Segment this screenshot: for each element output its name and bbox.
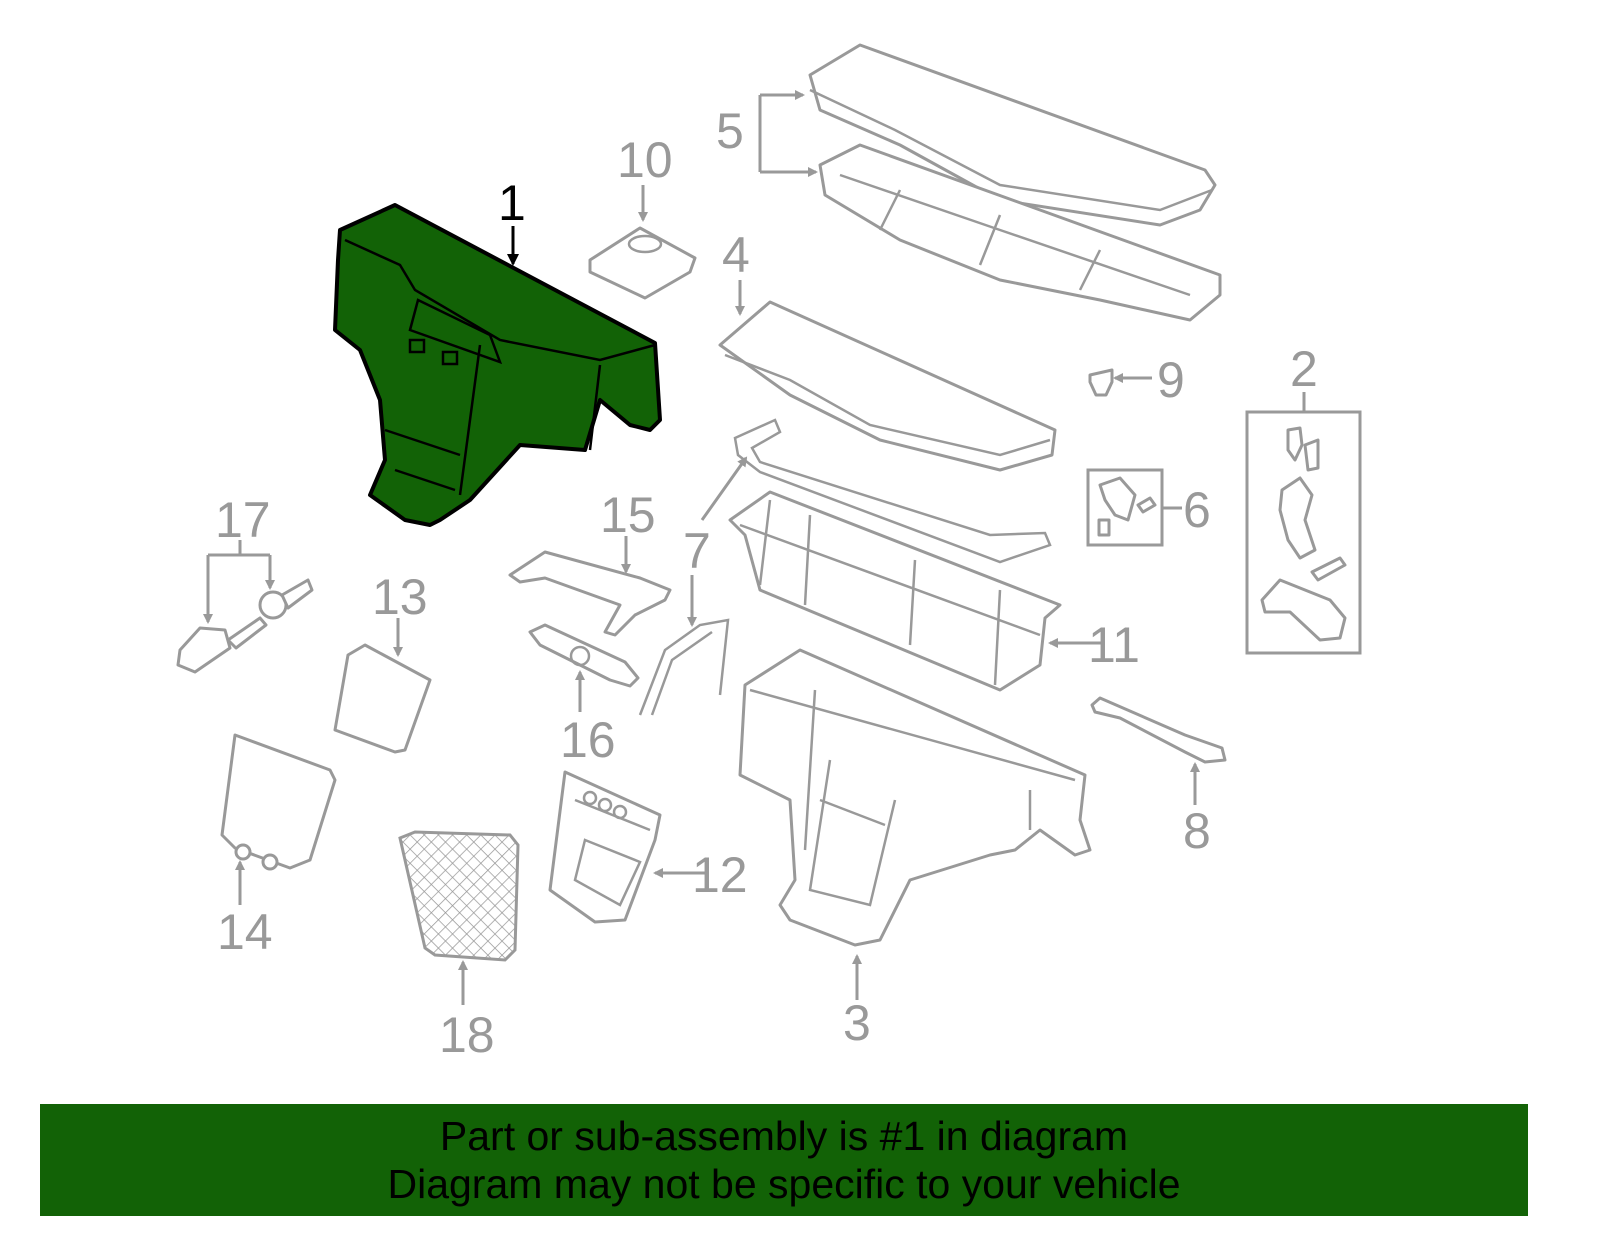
- part-13-cover[interactable]: [333, 643, 432, 754]
- part-1-console-rear-panel[interactable]: [333, 203, 662, 527]
- banner-line-1: Part or sub-assembly is #1 in diagram: [439, 1113, 1129, 1159]
- callout-8: 8: [1183, 803, 1211, 859]
- part-2-hinge-kit[interactable]: [1245, 410, 1362, 655]
- callout-15: 15: [600, 487, 656, 543]
- leader-17: [203, 540, 275, 624]
- leader-7: [687, 456, 748, 627]
- part-5-armrest-lid[interactable]: [808, 43, 1222, 322]
- info-banner: Part or sub-assembly is #1 in diagram Di…: [40, 1104, 1528, 1216]
- part-17-lock-and-key[interactable]: [176, 578, 314, 674]
- callout-18: 18: [439, 1007, 495, 1063]
- part-9-clip[interactable]: [1088, 368, 1114, 397]
- callout-1: 1: [498, 175, 526, 231]
- callout-6: 6: [1183, 482, 1211, 538]
- callout-4: 4: [722, 227, 750, 283]
- callout-2: 2: [1290, 341, 1318, 397]
- part-3-console-base[interactable]: [738, 648, 1092, 947]
- leader-5: [758, 90, 818, 177]
- part-6-latch-kit[interactable]: [1086, 468, 1164, 547]
- callout-14: 14: [217, 904, 273, 960]
- part-8-bracket[interactable]: [1090, 696, 1227, 764]
- callout-5: 5: [716, 103, 744, 159]
- part-4-lid-pad[interactable]: [718, 300, 1057, 472]
- callout-16: 16: [560, 712, 616, 768]
- banner-line-2: Diagram may not be specific to your vehi…: [387, 1161, 1181, 1207]
- callout-9: 9: [1157, 352, 1185, 408]
- callout-7: 7: [683, 523, 711, 579]
- callout-11: 11: [1088, 617, 1140, 673]
- part-11-storage-tray[interactable]: [728, 490, 1062, 692]
- part-15-bracket[interactable]: [508, 550, 672, 637]
- part-12-bezel[interactable]: [548, 770, 662, 924]
- part-10-cup-insert[interactable]: [588, 226, 697, 300]
- callout-3: 3: [843, 995, 871, 1051]
- callout-13: 13: [372, 569, 428, 625]
- part-18-net[interactable]: [398, 830, 520, 962]
- callout-17: 17: [215, 492, 271, 548]
- part-16-switch[interactable]: [528, 623, 640, 688]
- part-14-panel[interactable]: [220, 733, 337, 871]
- callout-12: 12: [692, 847, 748, 903]
- part-7-seal[interactable]: [638, 418, 1052, 716]
- callout-10: 10: [617, 132, 673, 188]
